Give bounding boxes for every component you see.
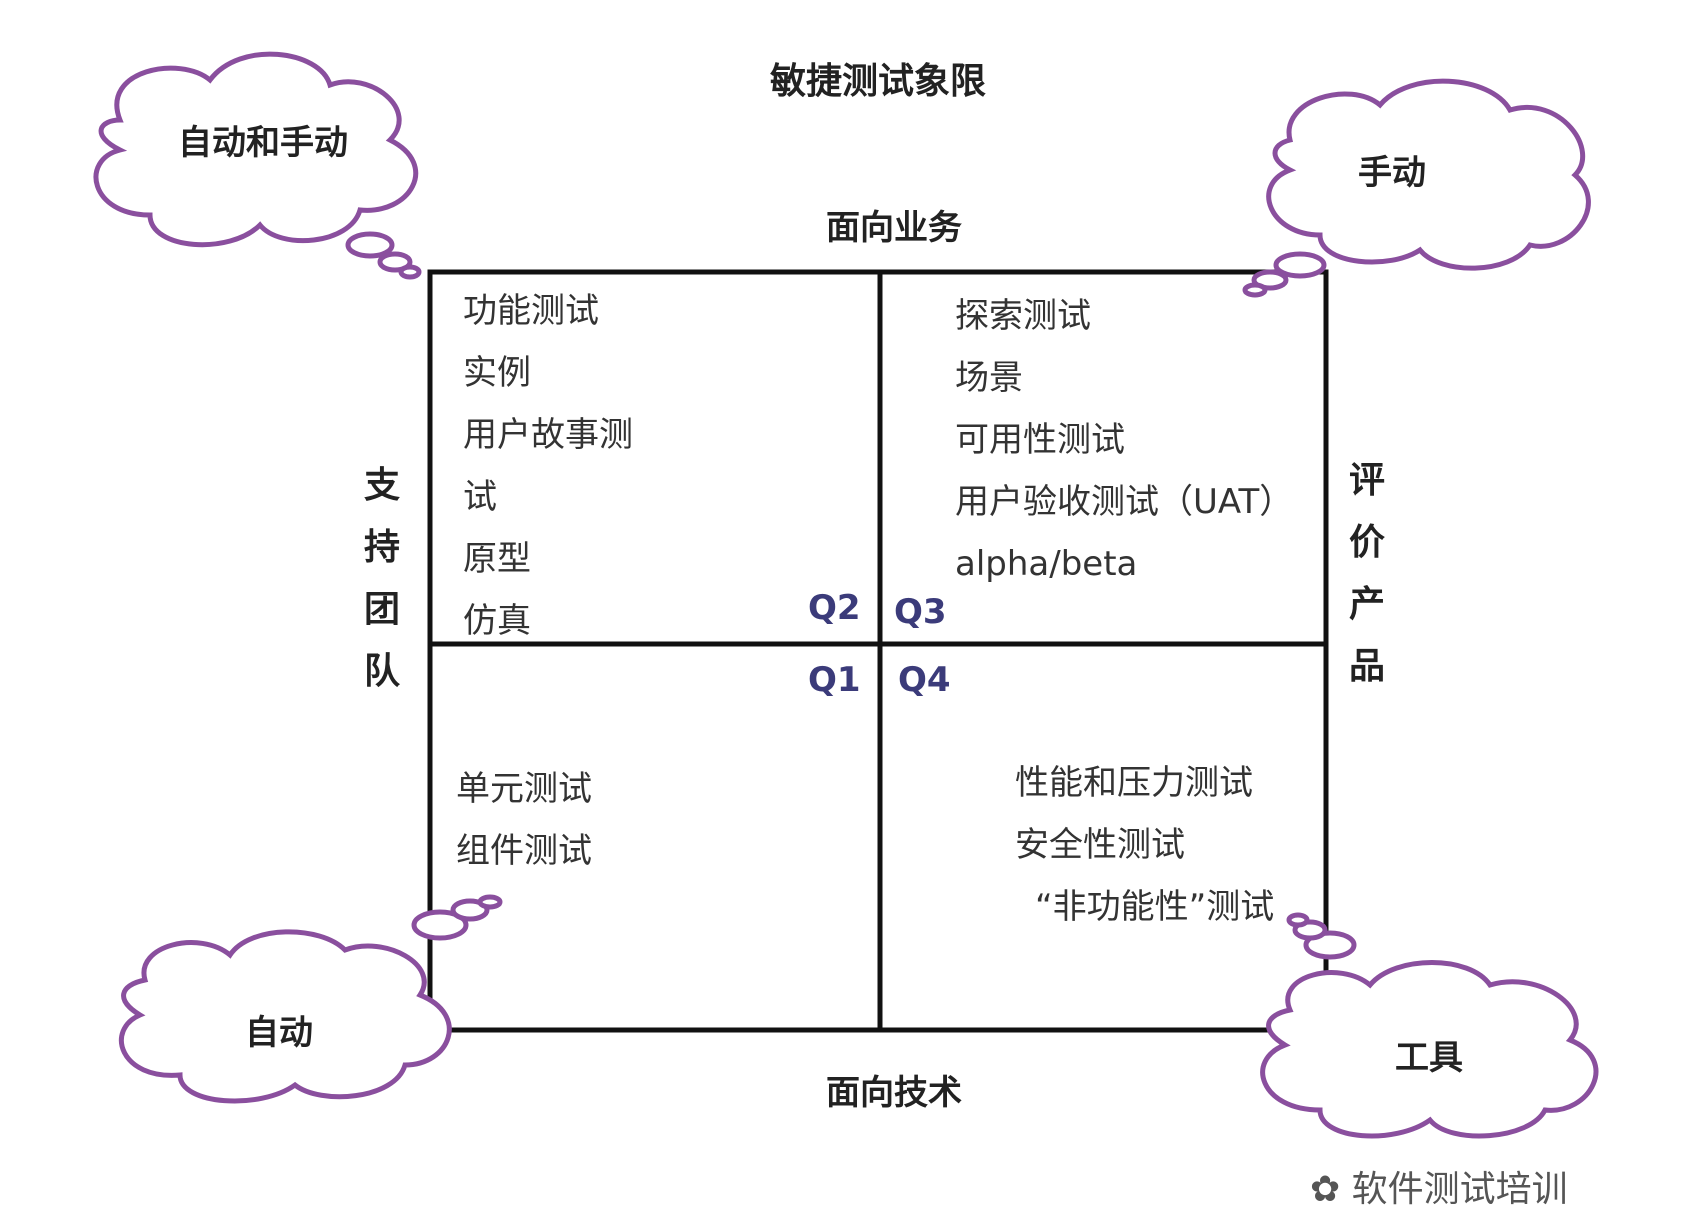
quadrant-q2-list: 功能测试 实例 用户故事测 试 原型 仿真 <box>463 280 633 652</box>
quadrant-q1-list: 单元测试 组件测试 <box>456 758 592 882</box>
watermark: ✿ 软件测试培训 <box>1310 1160 1568 1212</box>
axis-label-right: 评 价 产 品 <box>1345 450 1389 698</box>
axis-left-char: 持 <box>360 517 404 579</box>
cloud-label-top-left: 自动和手动 <box>178 115 348 164</box>
cloud-label-top-right: 手动 <box>1358 145 1426 194</box>
cloud-label-bottom-right: 工具 <box>1395 1030 1463 1079</box>
quadrant-label-q3: Q3 <box>894 592 947 632</box>
axis-label-bottom: 面向技术 <box>826 1065 962 1114</box>
quadrant-item: 实例 <box>463 342 633 404</box>
quadrant-item: 仿真 <box>463 590 633 652</box>
axis-left-char: 团 <box>360 579 404 641</box>
quadrant-label-q2: Q2 <box>808 588 861 628</box>
quadrant-item: 组件测试 <box>456 820 592 882</box>
diagram-title: 敏捷测试象限 <box>770 52 986 104</box>
quadrant-item: 性能和压力测试 <box>1015 752 1274 814</box>
quadrant-item: 试 <box>463 466 633 528</box>
quadrant-item: 探索测试 <box>955 285 1293 347</box>
axis-label-left: 支 持 团 队 <box>360 455 404 703</box>
axis-label-top: 面向业务 <box>826 200 962 249</box>
quadrant-item: 原型 <box>463 528 633 590</box>
quadrant-item: 功能测试 <box>463 280 633 342</box>
wechat-icon: ✿ <box>1310 1169 1340 1210</box>
axis-left-char: 支 <box>360 455 404 517</box>
quadrant-item: 安全性测试 <box>1015 814 1274 876</box>
quadrant-item: 场景 <box>955 347 1293 409</box>
cloud-bottom-left <box>121 897 500 1101</box>
axis-right-char: 评 <box>1345 450 1389 512</box>
watermark-text: 软件测试培训 <box>1352 1169 1568 1210</box>
axis-left-char: 队 <box>360 641 404 703</box>
quadrant-item: 用户验收测试（UAT） <box>955 471 1293 533</box>
cloud-bottom-right <box>1263 915 1596 1136</box>
quadrant-item: 单元测试 <box>456 758 592 820</box>
quadrant-item: 用户故事测 <box>463 404 633 466</box>
axis-right-char: 品 <box>1345 636 1389 698</box>
cloud-label-bottom-left: 自动 <box>245 1005 313 1054</box>
quadrant-item: alpha/beta <box>955 533 1293 595</box>
quadrant-label-q4: Q4 <box>898 660 951 700</box>
quadrant-item: 可用性测试 <box>955 409 1293 471</box>
axis-right-char: 价 <box>1345 512 1389 574</box>
quadrant-q3-list: 探索测试 场景 可用性测试 用户验收测试（UAT） alpha/beta <box>955 285 1293 595</box>
cloud-top-left <box>96 54 419 277</box>
axis-right-char: 产 <box>1345 574 1389 636</box>
quadrant-item: “非功能性”测试 <box>1015 876 1274 938</box>
quadrant-label-q1: Q1 <box>808 660 861 700</box>
quadrant-q4-list: 性能和压力测试 安全性测试 “非功能性”测试 <box>1015 752 1274 938</box>
